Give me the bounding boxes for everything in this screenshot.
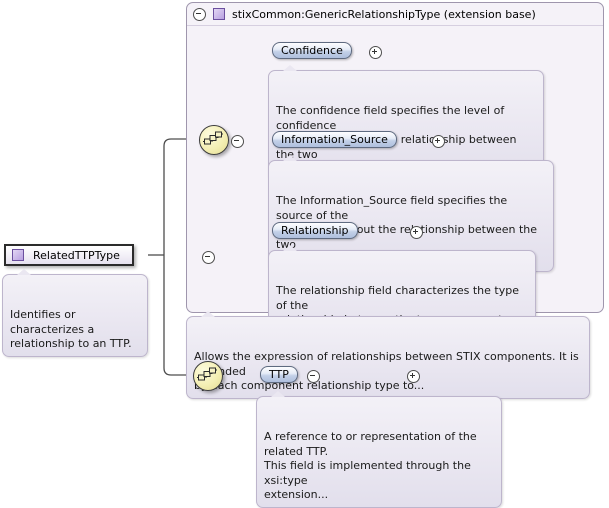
element-information-source-expand-icon[interactable] — [432, 134, 445, 148]
element-ttp-expand-icon[interactable] — [407, 369, 420, 383]
extension-base-header: stixCommon:GenericRelationshipType (exte… — [187, 3, 603, 26]
bubble-tip — [17, 268, 31, 275]
sequence-glyph — [203, 131, 223, 145]
element-relationship-expand-icon[interactable] — [409, 225, 423, 239]
sequence-icon-extension-content[interactable] — [193, 361, 223, 391]
sequence-glyph — [197, 367, 217, 381]
bubble-tip — [283, 154, 297, 161]
element-confidence-expand-icon[interactable] — [368, 45, 382, 59]
bubble-tip — [283, 244, 297, 251]
annotation-extension-base-text: Allows the expression of relationships b… — [194, 350, 579, 392]
complex-type-square-icon — [213, 8, 225, 20]
element-relationship[interactable]: Relationship — [272, 222, 358, 239]
annotation-ttp: A reference to or representation of the … — [256, 390, 502, 508]
element-ttp[interactable]: TTP — [260, 366, 298, 383]
root-type-label: RelatedTTPType — [33, 248, 120, 262]
extension-base-collapse-icon[interactable] — [193, 7, 206, 21]
annotation-root-type-text: Identifies or characterizes a relationsh… — [10, 308, 132, 350]
sequence-collapse-icon-extension-base[interactable] — [231, 134, 244, 148]
annotation-extension-base: Allows the expression of relationships b… — [186, 310, 590, 399]
extension-base-title: stixCommon:GenericRelationshipType (exte… — [232, 7, 536, 21]
root-type-collapse-icon[interactable] — [202, 250, 215, 264]
sequence-collapse-icon-extension-content[interactable] — [306, 369, 320, 383]
root-type-box[interactable]: RelatedTTPType — [4, 244, 134, 266]
bubble-tip — [271, 390, 285, 397]
bubble-tip — [283, 64, 297, 71]
sequence-icon-extension-base[interactable] — [199, 125, 229, 155]
complex-type-square-icon — [12, 249, 24, 261]
annotation-root-type: Identifies or characterizes a relationsh… — [2, 268, 148, 357]
annotation-ttp-text: A reference to or representation of the … — [264, 430, 477, 501]
element-information-source[interactable]: Information_Source — [272, 131, 397, 148]
element-confidence[interactable]: Confidence — [272, 42, 352, 59]
bubble-tip — [201, 310, 215, 317]
